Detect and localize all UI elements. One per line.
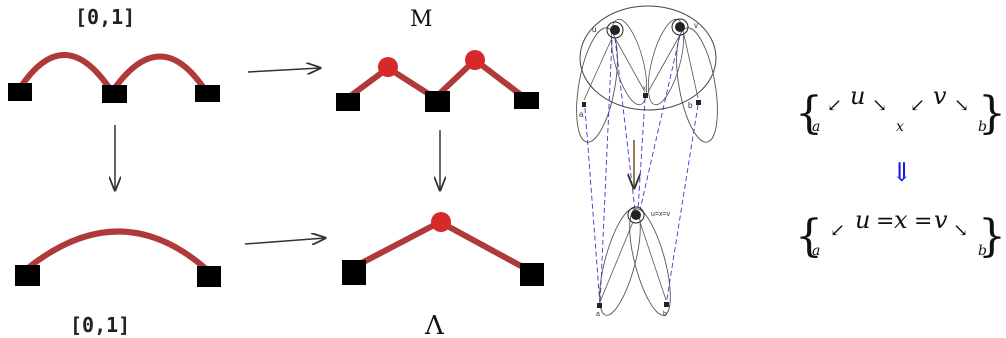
- endpoint-box: [8, 83, 32, 101]
- sym-u-top: u: [850, 82, 865, 110]
- interval-label-bottom: [0,1]: [70, 313, 130, 337]
- arrow-se: ↘: [954, 95, 969, 116]
- label-b: b: [688, 101, 693, 110]
- projection: [614, 37, 636, 211]
- right-brace-bottom: }: [978, 211, 1006, 262]
- right-brace-top: }: [978, 88, 1006, 139]
- edge: [437, 219, 535, 275]
- endpoint-box: [15, 265, 40, 286]
- m-shape-graph: [336, 50, 539, 112]
- edge: [599, 221, 634, 303]
- sym-x-bottom: x: [894, 206, 908, 234]
- red-node: [465, 50, 485, 70]
- projection: [639, 34, 681, 211]
- arrow-se: ↘: [953, 220, 968, 241]
- midpoint-box: [425, 91, 450, 112]
- edge: [647, 34, 681, 93]
- sym-v-top: v: [933, 82, 947, 110]
- label-x: x: [643, 86, 646, 92]
- sym-u-bottom: u: [855, 206, 870, 234]
- node-a-bottom: [597, 303, 602, 308]
- edge: [583, 37, 613, 101]
- projection: [637, 97, 646, 211]
- interval-label-top: [0,1]: [75, 5, 135, 29]
- node-b-bottom: [664, 302, 669, 307]
- node-a: [582, 102, 586, 107]
- endpoint-box: [195, 85, 220, 102]
- panel-graph-sketch: u v x a b u=x=v a b: [576, 5, 718, 318]
- arc-left: [17, 52, 115, 95]
- lambda-shape-graph: [342, 212, 544, 286]
- label-b-bottom: b: [663, 311, 667, 318]
- inner-lobe: [610, 18, 648, 106]
- label-a-bottom: a: [596, 311, 600, 318]
- midpoint-box: [102, 85, 127, 103]
- sym-b-bottom: b: [978, 243, 987, 259]
- projection: [599, 39, 613, 306]
- top-enclosure: [579, 5, 717, 111]
- label-u: u: [592, 25, 596, 34]
- node-merged-ring: [627, 206, 645, 224]
- implies-arrow: ⇓: [891, 158, 913, 188]
- sym-x-top: x: [896, 119, 904, 135]
- arc-right: [109, 53, 208, 95]
- node-b: [696, 100, 701, 105]
- arrow-sw: ↙: [827, 95, 842, 116]
- node-v: [675, 22, 685, 32]
- node-u: [610, 25, 620, 35]
- projection: [584, 107, 601, 306]
- panel-interval-diagram: [0,1] [0,1] M Λ: [8, 5, 544, 338]
- left-lobe: [576, 27, 618, 143]
- bottom-left-lobe: [599, 208, 641, 316]
- edge: [639, 221, 667, 301]
- endpoint-box: [342, 260, 366, 285]
- arc-single: [25, 228, 208, 271]
- node-merged: [631, 210, 641, 220]
- red-node: [378, 57, 398, 77]
- arrow-sw: ↙: [910, 95, 925, 116]
- right-lobe: [676, 27, 718, 143]
- endpoint-box: [520, 263, 544, 286]
- arrow-se: ↘: [872, 95, 887, 116]
- label-merged: u=x=v: [651, 211, 671, 218]
- arrow-sw: ↙: [830, 220, 845, 241]
- projection-lines: [584, 34, 699, 306]
- equals-2: =: [914, 209, 932, 234]
- red-node: [431, 212, 451, 232]
- sym-b-top: b: [978, 119, 987, 135]
- double-arc-top-left: [8, 52, 220, 103]
- equals-1: =: [876, 209, 894, 234]
- panel-math-rewrite: { } a ↙ u ↘ x ↙ v ↘ b ⇓ { } a ↙ u = x = …: [795, 82, 1006, 262]
- node-x: [643, 93, 648, 98]
- endpoint-box: [514, 92, 539, 109]
- m-symbol: M: [410, 7, 433, 32]
- single-arc-bottom-left: [15, 228, 221, 287]
- sym-a-top: a: [812, 119, 820, 135]
- edge: [349, 219, 443, 271]
- endpoint-box: [336, 93, 360, 111]
- right-arrow-top: [247, 68, 320, 72]
- sym-v-bottom: v: [934, 206, 948, 234]
- projection: [665, 104, 699, 306]
- bottom-right-lobe: [629, 208, 671, 316]
- edge: [614, 37, 646, 93]
- edge: [683, 34, 699, 99]
- sym-a-bottom: a: [812, 243, 820, 259]
- left-brace-bottom: {: [795, 211, 823, 262]
- label-a: a: [579, 110, 584, 119]
- label-v: v: [694, 21, 698, 30]
- lambda-symbol: Λ: [424, 311, 445, 338]
- left-brace-top: {: [795, 88, 823, 139]
- right-arrow-bottom: [244, 238, 325, 244]
- endpoint-box: [197, 266, 221, 287]
